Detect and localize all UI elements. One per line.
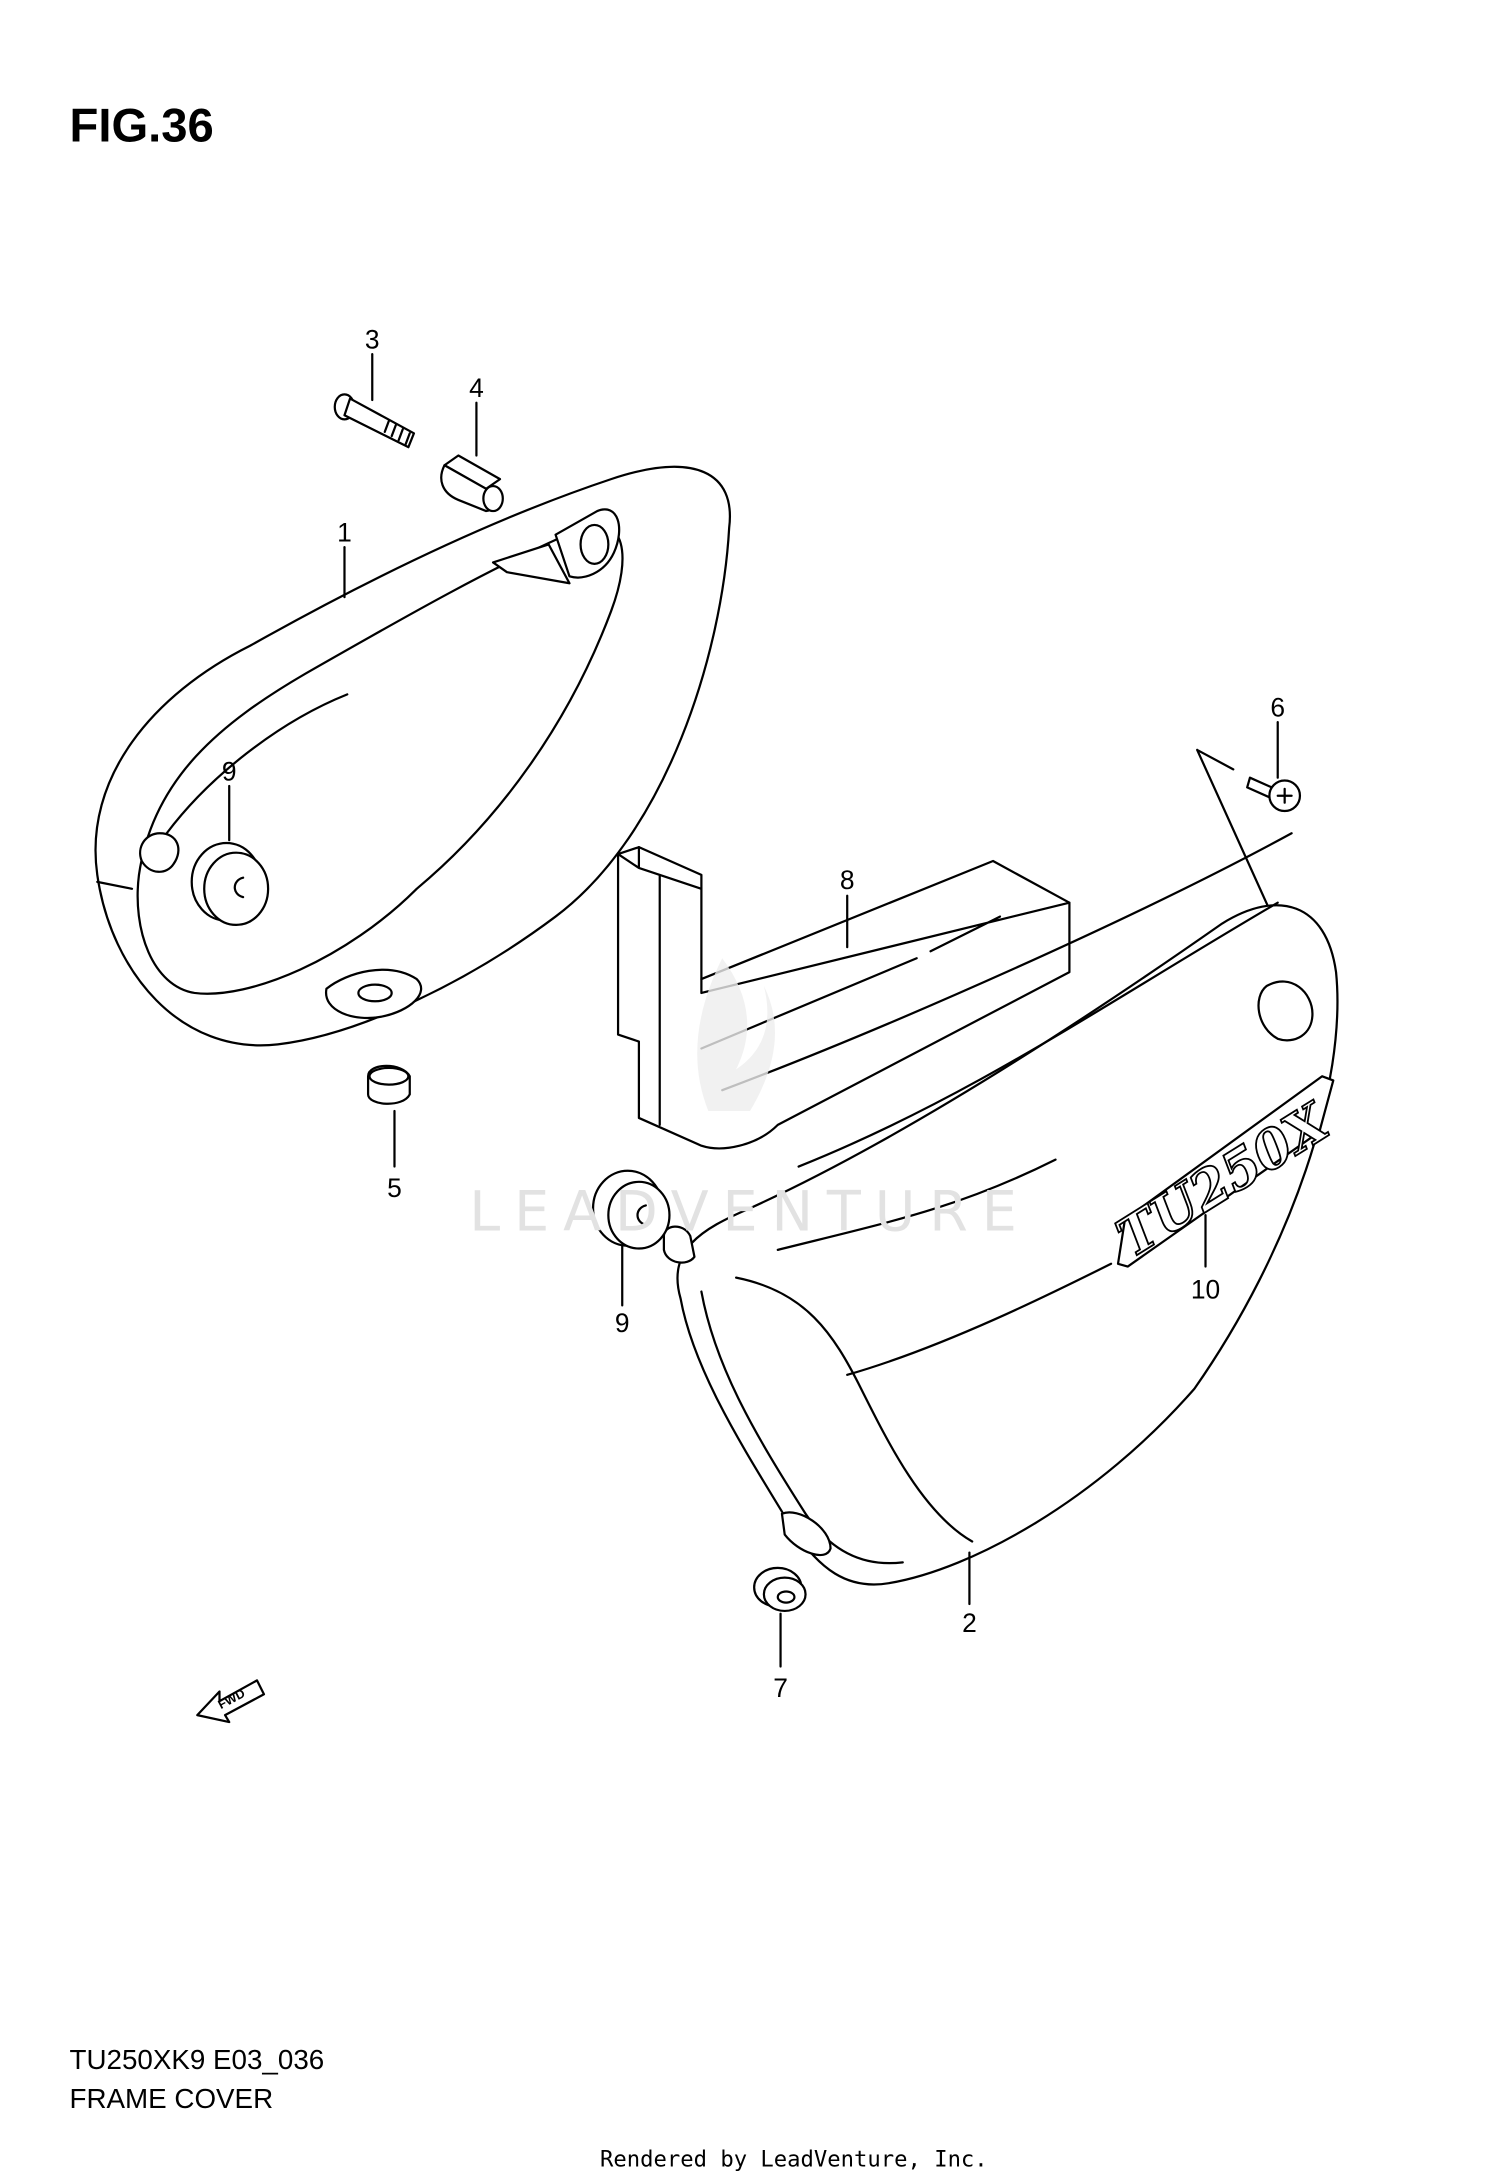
part-7-grommet <box>753 1566 807 1613</box>
watermark: LEADVENTURE <box>469 958 1030 1244</box>
part-5-grommet <box>366 1064 411 1105</box>
callout-9-left: 9 <box>222 756 237 786</box>
part-2-right-frame-cover <box>662 832 1339 1586</box>
callout-6: 6 <box>1270 693 1285 723</box>
fwd-arrow-icon: FWD <box>196 1679 266 1724</box>
part-3-bolt <box>333 393 416 449</box>
callout-2: 2 <box>962 1608 977 1638</box>
part-4-collar <box>440 454 504 513</box>
model-code: TU250XK9 E03_036 <box>70 2044 325 2075</box>
callout-3: 3 <box>365 325 380 355</box>
part-6-screw <box>1196 748 1318 1015</box>
watermark-logo-icon <box>697 958 775 1111</box>
callout-10: 10 <box>1191 1274 1220 1304</box>
part-9-cushion-left <box>190 841 270 927</box>
rendered-by: Rendered by LeadVenture, Inc. <box>600 2146 988 2172</box>
callout-7: 7 <box>773 1673 788 1703</box>
callout-5: 5 <box>387 1173 402 1203</box>
callout-8: 8 <box>840 865 855 895</box>
callout-4: 4 <box>469 373 484 403</box>
callout-9-right: 9 <box>615 1308 630 1338</box>
leader-lines <box>228 353 1279 1668</box>
figure-title: FIG.36 <box>70 100 214 153</box>
section-name: FRAME COVER <box>70 2083 274 2114</box>
callout-1: 1 <box>337 518 352 548</box>
part-9-cushion-right <box>591 1169 671 1250</box>
watermark-text: LEADVENTURE <box>469 1179 1030 1244</box>
part-1-left-frame-cover <box>94 465 732 1047</box>
